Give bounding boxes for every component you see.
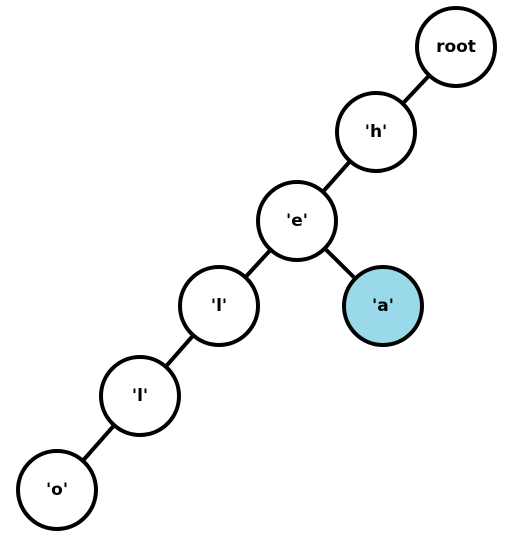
node-label-e: 'e' [286,211,308,231]
node-label-l2: 'l' [132,386,148,406]
tree-node-h: 'h' [335,91,417,173]
node-circle-l1 [178,265,260,347]
tree-node-o: 'o' [16,449,98,531]
node-circle-h [335,91,417,173]
node-circle-l2 [99,355,181,437]
nodes-group: root 'h' 'e' 'l' 'a' 'l' 'o' [16,6,497,531]
tree-node-l2: 'l' [99,355,181,437]
node-circle-root [415,6,497,88]
node-circle-e [256,180,338,262]
node-label-root: root [436,37,476,57]
tree-node-root: root [415,6,497,88]
node-circle-o [16,449,98,531]
node-circle-a [342,265,424,347]
tree-node-e: 'e' [256,180,338,262]
node-label-o: 'o' [46,480,68,500]
node-label-l1: 'l' [211,296,227,316]
node-label-a: 'a' [372,296,394,316]
tree-node-l1: 'l' [178,265,260,347]
tree-node-a: 'a' [342,265,424,347]
node-label-h: 'h' [365,122,388,142]
